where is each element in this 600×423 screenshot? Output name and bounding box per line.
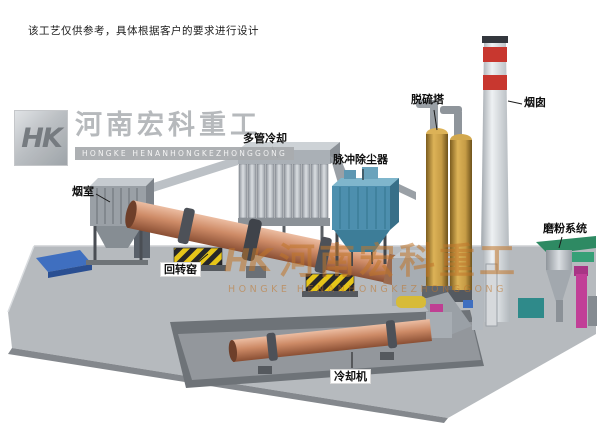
kiln-support-2 xyxy=(302,273,358,297)
label-cooling-machine: 冷却机 xyxy=(330,369,371,385)
label-desulfurization-tower: 脱硫塔 xyxy=(411,93,444,106)
watermark-center-company-cn: 河南宏科重工 xyxy=(278,241,519,282)
hk-watermark-icon: HK xyxy=(224,243,272,280)
cooling-machine-unit xyxy=(228,312,452,374)
watermark-logo-company-cn: 河南宏科重工 xyxy=(75,110,261,141)
watermark-logo-text: 河南宏科重工 HONGKE HENANHONGKEZHONGGONG xyxy=(75,110,294,161)
kiln-drive xyxy=(246,266,266,278)
chimney-unit xyxy=(480,36,510,322)
blue-pad xyxy=(36,250,92,278)
label-multi-tube-cooler: 多管冷却 xyxy=(243,132,287,145)
label-chimney: 烟囱 xyxy=(524,96,546,109)
pulse-dust-collector-unit xyxy=(332,167,416,266)
label-pulse-dust-collector: 脉冲除尘器 xyxy=(333,153,388,166)
hk-logo-icon: HK xyxy=(14,110,68,166)
grinding-system-unit xyxy=(518,236,597,328)
watermark-logo-company-en: HONGKE HENANHONGKEZHONGGONG xyxy=(75,147,294,161)
desulfurization-towers-unit xyxy=(416,100,476,302)
disclaimer-note: 该工艺仅供参考，具体根据客户的要求进行设计 xyxy=(28,25,259,37)
watermark-center-company-en: HONGKE HENANHONGKEZHONGGONG xyxy=(228,283,507,295)
label-smoke-chamber: 烟室 xyxy=(72,185,94,198)
watermark-center: HK 河南宏科重工 HONGKE HENANHONGKEZHONGGONG xyxy=(224,243,519,295)
inlet-duct xyxy=(150,156,238,193)
watermark-logo: HK 河南宏科重工 HONGKE HENANHONGKEZHONGGONG xyxy=(14,110,294,166)
label-rotary-kiln: 回转窑 xyxy=(160,262,201,278)
label-grinding-system: 磨粉系统 xyxy=(543,222,587,235)
